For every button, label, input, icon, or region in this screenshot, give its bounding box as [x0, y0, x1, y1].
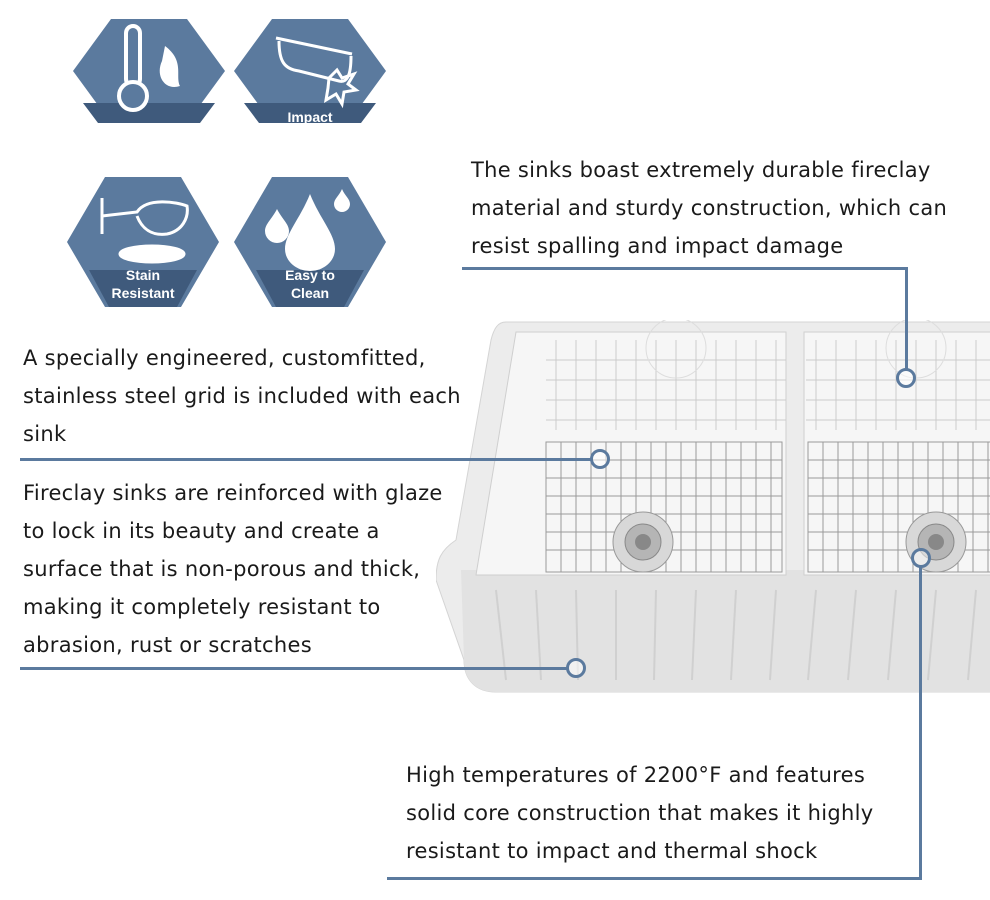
badge-label: Stain — [125, 267, 161, 283]
callout-dot — [566, 658, 586, 678]
callout-line — [919, 566, 922, 880]
callout-durable-text: The sinks boast extremely durable firecl… — [471, 158, 948, 258]
callout-line — [462, 267, 908, 270]
callout-grid-text: A specially engineered, customfitted, st… — [23, 346, 461, 446]
thermometer-flame-icon — [117, 24, 180, 112]
callout-line — [20, 458, 592, 461]
callout-dot — [911, 548, 931, 568]
pot-impact-icon — [275, 36, 360, 109]
callout-temperature-text: High temperatures of 2200°F and features… — [406, 763, 874, 863]
callout-line — [905, 267, 908, 370]
farmhouse-sink-image — [436, 320, 990, 693]
badge-label: Easy to — [285, 267, 335, 283]
callout-line — [20, 667, 568, 670]
badge-label: Impact — [287, 109, 333, 125]
badge-label: Resistant — [278, 127, 342, 143]
callout-dot — [896, 368, 916, 388]
badge-easy-to-clean: Easy to Clean — [234, 174, 386, 308]
wine-spill-icon — [100, 198, 189, 264]
callout-dot — [590, 449, 610, 469]
badge-heat-proof: Heat Proof — [73, 16, 225, 150]
callout-glaze-text: Fireclay sinks are reinforced with glaze… — [23, 481, 443, 657]
badge-label: Resistant — [111, 285, 175, 301]
badge-label: Clean — [290, 285, 330, 301]
drain-icon — [612, 511, 674, 573]
callout-line — [387, 877, 922, 880]
water-drops-icon — [265, 189, 350, 271]
badge-label: Heat Proof — [113, 122, 185, 138]
